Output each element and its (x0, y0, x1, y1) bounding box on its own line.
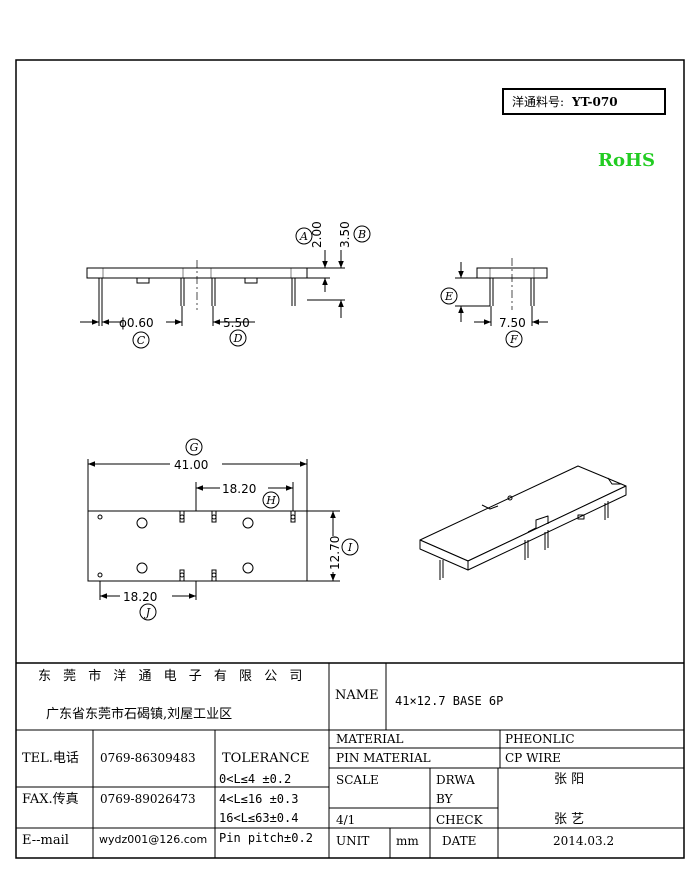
svg-text:D: D (233, 332, 243, 345)
unit-value: mm (396, 834, 419, 848)
front-view (80, 250, 345, 326)
svg-text:C: C (137, 334, 146, 347)
part-number-box: 洋通料号: YT-070 (502, 88, 666, 115)
check-value: 张 艺 (554, 812, 585, 827)
balloon-f: F (505, 330, 523, 348)
title-block-grid (16, 662, 684, 858)
material-label: MATERIAL (336, 732, 404, 746)
balloon-e: E (440, 287, 458, 305)
email-label: E--mail (22, 833, 69, 848)
drawn-label-1: DRWA (436, 773, 475, 787)
part-number-label: 洋通料号: (512, 95, 565, 109)
tolerance-row-1: 0<L≤4 ±0.2 (219, 772, 292, 786)
tolerance-label: TOLERANCE (222, 751, 310, 766)
name-label: NAME (335, 688, 379, 703)
material-value: PHEONLIC (505, 732, 575, 746)
balloon-a: A (295, 227, 313, 245)
tel-label: TEL.电话 (22, 751, 79, 766)
svg-text:J: J (144, 606, 151, 619)
svg-text:E: E (444, 290, 453, 303)
drawn-by-value: 张 阳 (554, 772, 585, 787)
svg-text:F: F (509, 333, 518, 346)
svg-text:H: H (265, 494, 276, 507)
part-number-value: YT-070 (572, 94, 618, 109)
pin-material-value: CP WIRE (505, 751, 561, 765)
dim-d-value: 5.50 (223, 316, 250, 330)
dim-i-value: 12.70 (328, 536, 342, 570)
dim-c-value: ϕ0.60 (119, 316, 154, 330)
email-value: wydz001@126.com (99, 833, 208, 846)
fax-label: FAX.传真 (22, 792, 79, 807)
company-name: 东 莞 市 洋 通 电 子 有 限 公 司 (38, 669, 307, 684)
unit-label: UNIT (336, 834, 370, 848)
dim-f-value: 7.50 (499, 316, 526, 330)
date-label: DATE (442, 834, 477, 848)
pin-material-label: PIN MATERIAL (336, 751, 431, 765)
company-address: 广东省东莞市石碣镇,刘屋工业区 (46, 707, 233, 722)
isometric-view (419, 465, 627, 580)
tolerance-row-3: 16<L≤63±0.4 (219, 811, 299, 825)
drawing-frame (15, 59, 685, 859)
balloon-d: D (229, 329, 247, 347)
balloon-g: G (185, 438, 203, 456)
dim-j-value: 18.20 (123, 590, 157, 604)
dim-h-value: 18.20 (222, 482, 256, 496)
balloon-c: C (132, 331, 150, 349)
scale-label: SCALE (336, 773, 379, 787)
scale-value: 4/1 (336, 813, 356, 827)
svg-text:G: G (190, 441, 199, 454)
balloon-b: B (353, 225, 371, 243)
name-value: 41×12.7 BASE 6P (395, 694, 504, 708)
date-value: 2014.03.2 (553, 834, 615, 848)
rohs-mark: RoHS (598, 150, 655, 171)
tel-value: 0769-86309483 (100, 751, 196, 765)
balloon-j: J (139, 603, 157, 621)
svg-text:A: A (299, 230, 308, 243)
dim-g-value: 41.00 (174, 458, 208, 472)
dim-b-value: 3.50 (338, 221, 352, 248)
tolerance-row-4: Pin pitch±0.2 (219, 831, 313, 845)
balloon-i: I (341, 538, 359, 556)
svg-text:I: I (347, 541, 353, 554)
tolerance-row-2: 4<L≤16 ±0.3 (219, 792, 299, 806)
dim-a-value: 2.00 (310, 221, 324, 248)
top-view (87, 459, 340, 600)
svg-text:B: B (357, 228, 366, 241)
check-label: CHECK (436, 813, 483, 827)
fax-value: 0769-89026473 (100, 792, 196, 806)
balloon-h: H (262, 491, 280, 509)
side-view (455, 258, 548, 326)
drawn-label-2: BY (436, 792, 453, 806)
